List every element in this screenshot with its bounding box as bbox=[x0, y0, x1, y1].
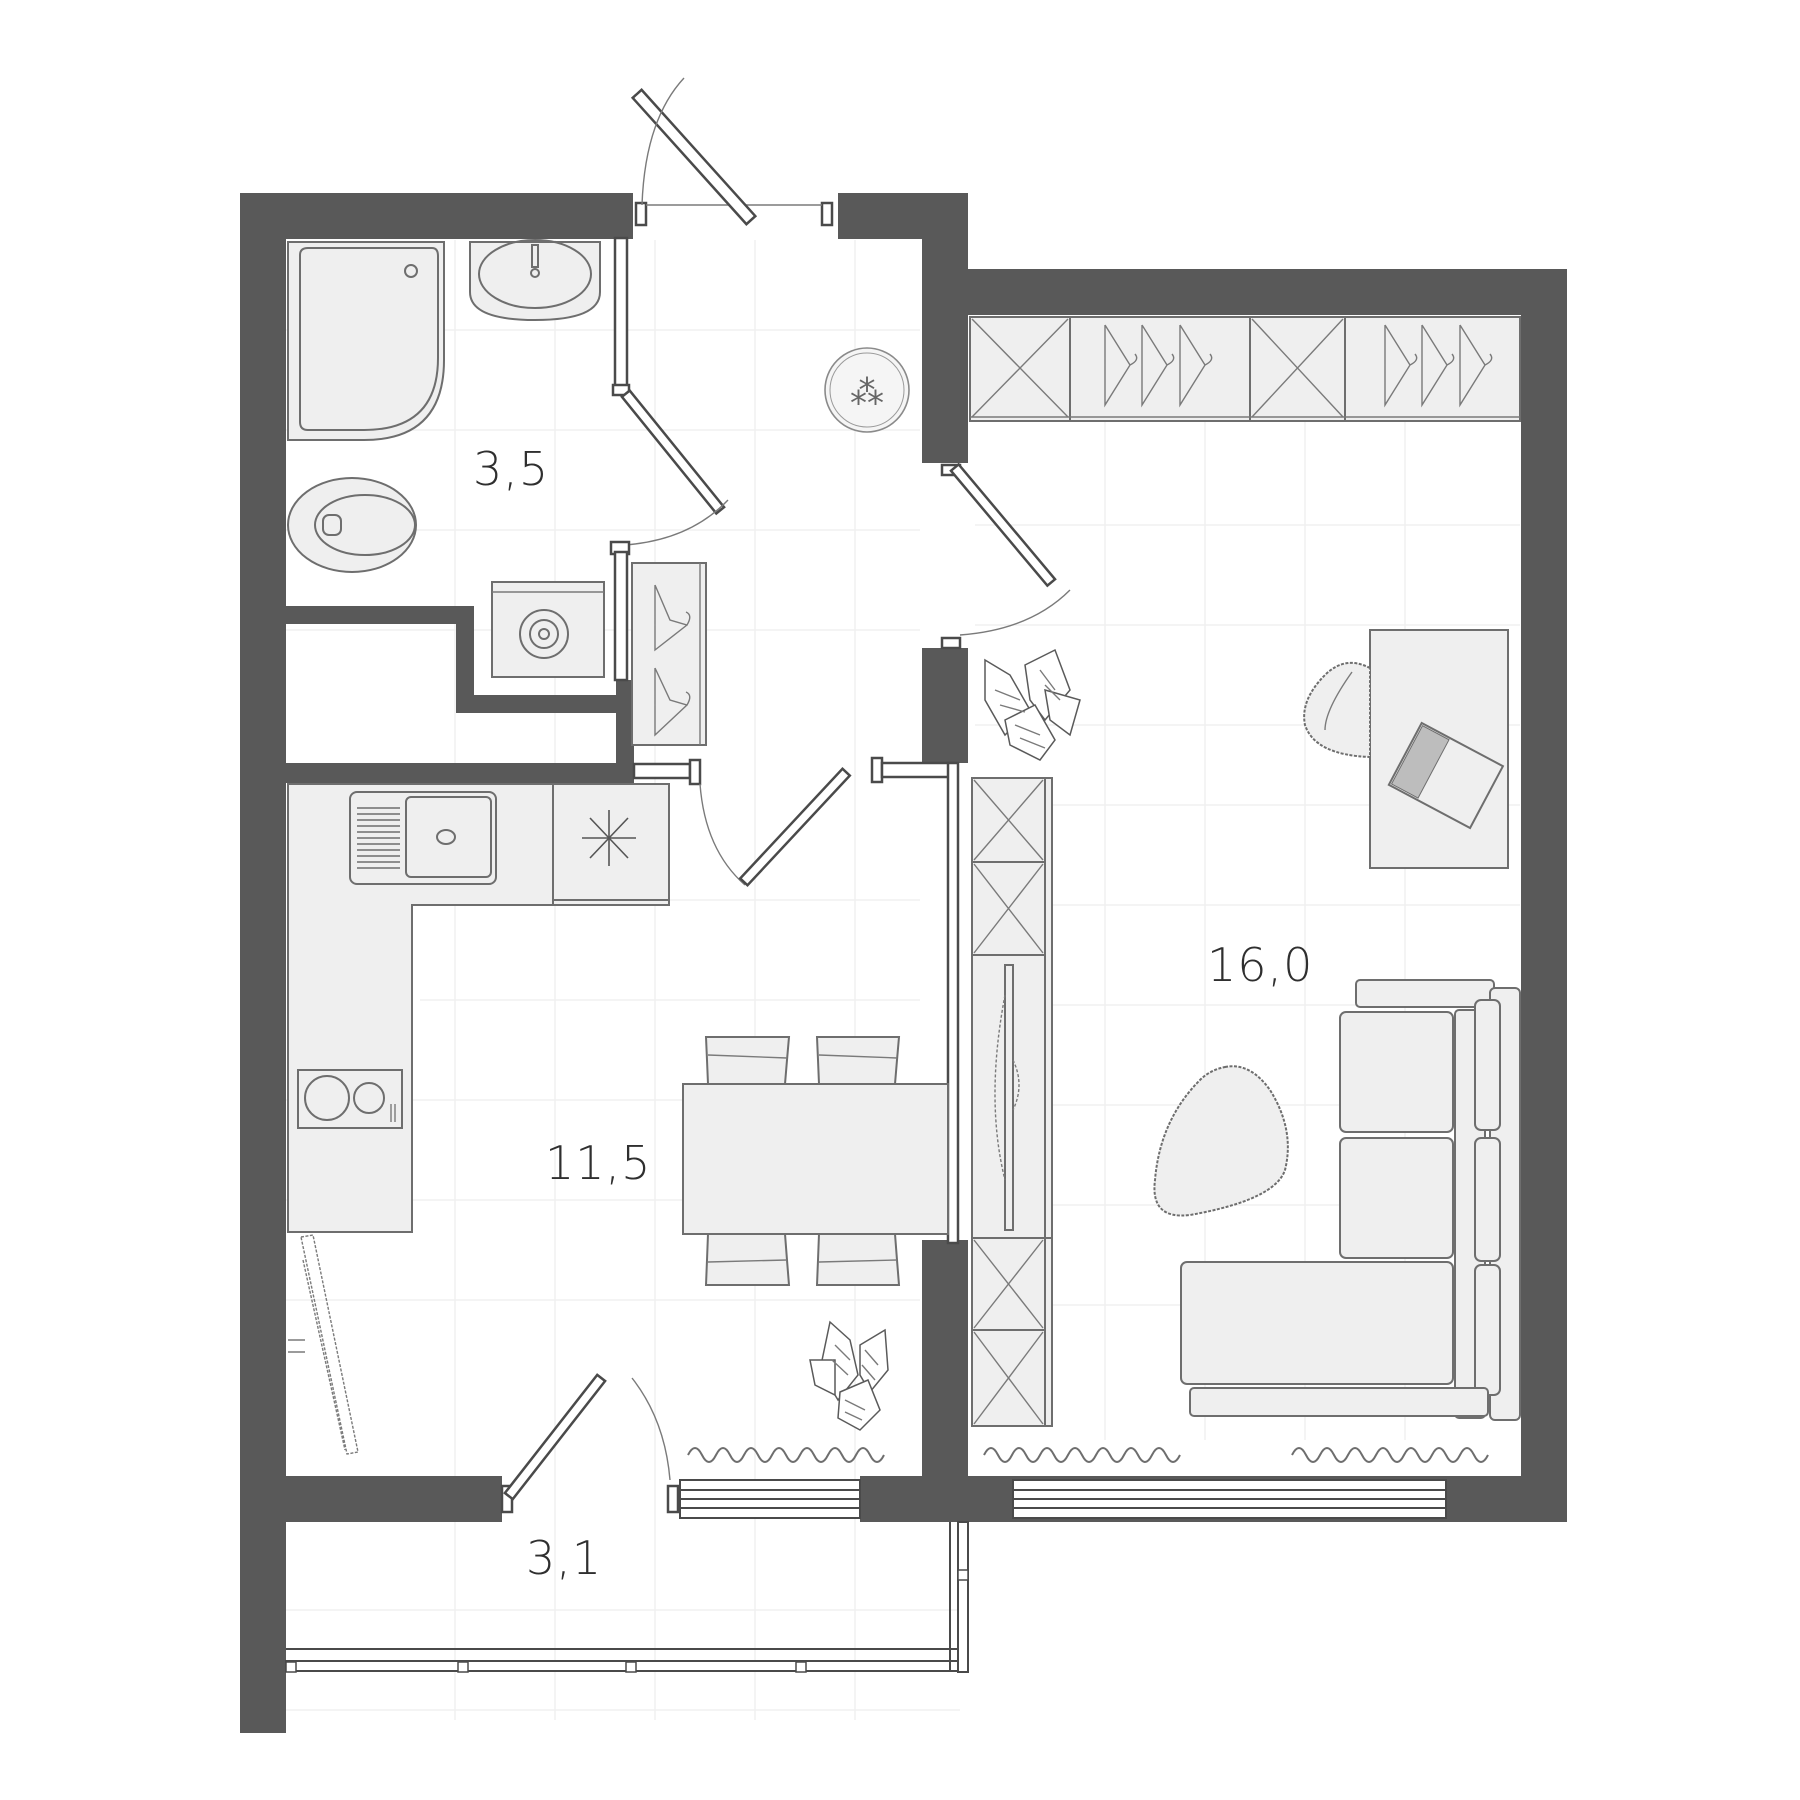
toilet bbox=[287, 477, 417, 573]
area-label-kitchen: 11,5 bbox=[545, 1136, 652, 1190]
entrance-door[interactable] bbox=[630, 77, 834, 227]
walls bbox=[240, 193, 1567, 1733]
houseplant-kitchen bbox=[809, 1320, 889, 1431]
area-label-living-room: 16,0 bbox=[1207, 938, 1314, 992]
kitchen-sink bbox=[349, 791, 497, 885]
bathroom-door[interactable] bbox=[609, 236, 729, 682]
hallway-wardrobe bbox=[631, 562, 707, 746]
round-rug: ⁂ bbox=[824, 347, 910, 433]
laptop bbox=[1387, 721, 1505, 830]
shower-tray bbox=[287, 241, 445, 441]
balcony-railing bbox=[285, 1521, 969, 1673]
ironing-board bbox=[288, 1234, 359, 1455]
office-chair bbox=[1303, 661, 1371, 759]
area-label-bathroom: 3,5 bbox=[473, 442, 550, 496]
tv-cabinet-lower bbox=[971, 1237, 1053, 1427]
living-room-door[interactable] bbox=[940, 462, 1071, 650]
built-in-wardrobe-top bbox=[969, 316, 1521, 422]
area-label-balcony: 3,1 bbox=[526, 1531, 603, 1585]
radiator-living bbox=[983, 1447, 1489, 1463]
cooktop bbox=[297, 1069, 403, 1129]
corner-sofa bbox=[1180, 979, 1521, 1421]
kitchen-counter bbox=[287, 783, 670, 1233]
kitchen-corner-unit bbox=[582, 810, 636, 866]
washbasin bbox=[469, 239, 601, 322]
tv-cabinet bbox=[971, 777, 1053, 1239]
coffee-table bbox=[1153, 1065, 1289, 1217]
window-kitchen bbox=[679, 1479, 861, 1519]
kitchen-door[interactable] bbox=[632, 756, 960, 1245]
washing-machine bbox=[491, 581, 605, 678]
radiator-kitchen bbox=[687, 1447, 885, 1463]
svg-text:⁂: ⁂ bbox=[850, 373, 884, 413]
houseplant-living bbox=[984, 648, 1081, 761]
window-living bbox=[1012, 1479, 1447, 1519]
dining-table bbox=[682, 1083, 949, 1235]
balcony-door[interactable] bbox=[500, 1373, 680, 1514]
